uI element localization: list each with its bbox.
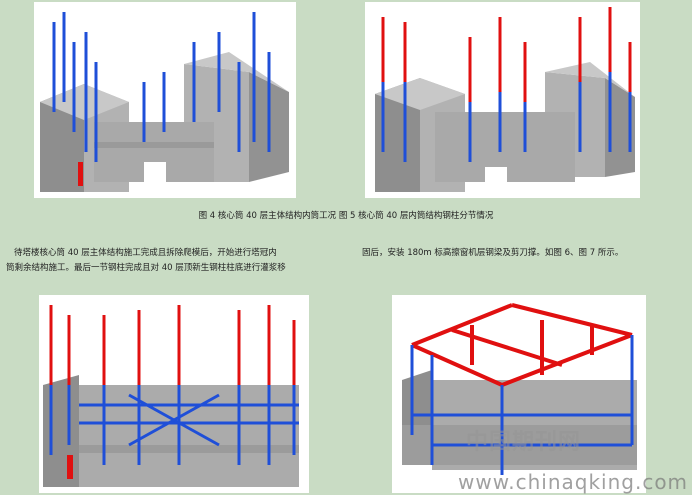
watermark-chinese: 中国期刊网 (466, 429, 582, 455)
figure-6-panel (39, 295, 309, 493)
figure-7-panel (392, 295, 646, 493)
figure-4-panel (34, 2, 296, 198)
watermark-url: www.chinaqking.com (458, 470, 689, 494)
figure-5-model (375, 7, 635, 195)
figure-caption: 图 4 核心筒 40 层主体结构内筒工况 图 5 核心筒 40 层内筒结构钢柱分… (198, 211, 494, 221)
figure-4-model (40, 12, 289, 192)
figure-5-panel (365, 2, 640, 198)
paragraph-left-line-2: 筒剩余结构施工。最后一节钢柱完成且对 40 层顶新生钢柱柱底进行灌浆移 (6, 263, 286, 273)
figure-7-model (402, 303, 637, 475)
paragraph-left-line-1: 待塔楼核心筒 40 层主体结构施工完成且拆除爬模后，开始进行塔冠内 (14, 248, 277, 258)
paragraph-right: 固后，安装 180m 标高擦窗机层钢梁及剪刀撑。如图 6、图 7 所示。 (362, 248, 624, 258)
figure-6-model (43, 305, 299, 487)
